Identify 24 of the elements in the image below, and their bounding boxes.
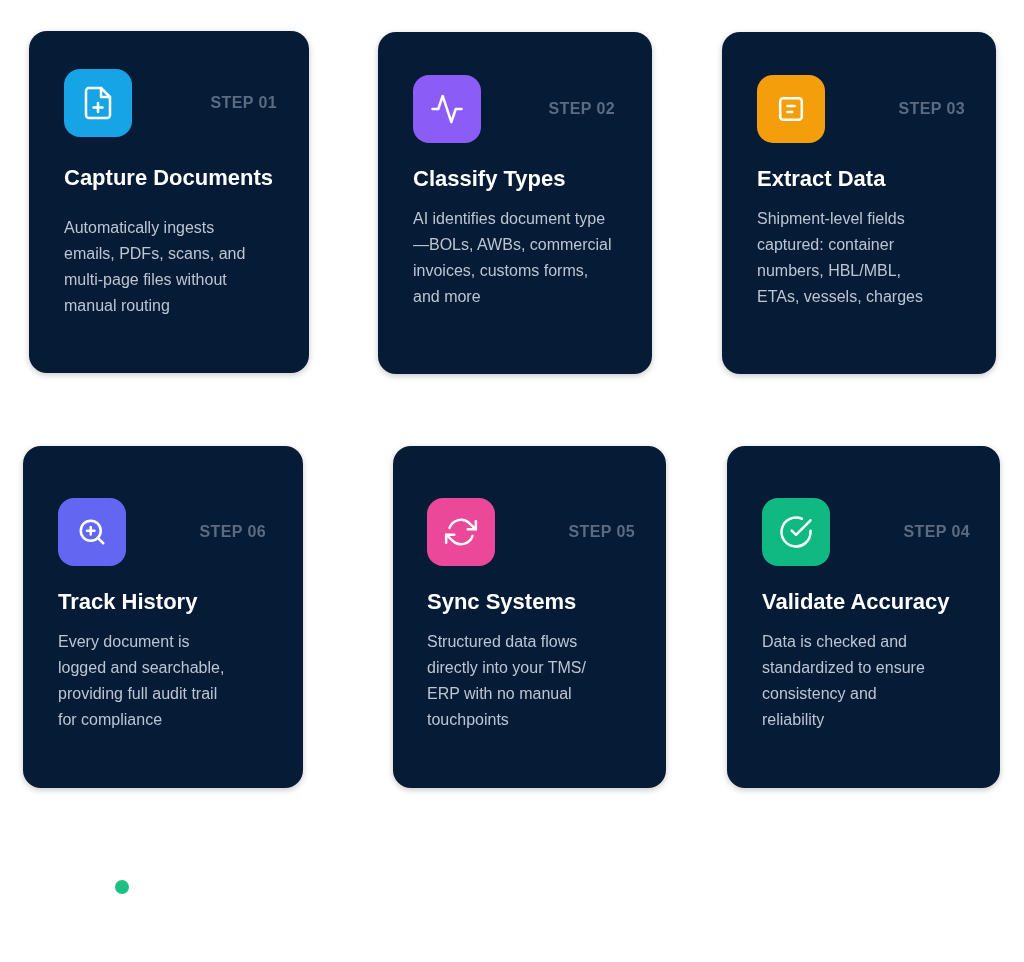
card-title: Extract Data [757,166,886,192]
step-card [722,32,996,374]
card-description: AI identifies document type—BOLs, AWBs, commercial invoices, customs forms, and more [413,209,613,307]
step-label: STEP 01 [210,93,277,113]
card-description: Structured data flows directly into your TMS/ERP with no manual touchpoints [427,632,587,730]
card-title: Classify Types [413,166,566,192]
card-title: Capture Documents [64,165,274,191]
step-label: STEP 04 [903,522,970,542]
step-card [393,446,666,788]
step-card [378,32,652,374]
step-label: STEP 02 [548,99,615,119]
card-description: Automatically ingests emails, PDFs, scans, and multi-page files without manual routing [64,218,247,316]
step-label: STEP 06 [199,522,266,542]
card-description: Shipment-level fields captured: container numbers, HBL/MBL, ETAs, vessels, charges [757,209,924,307]
step-card [727,446,1000,788]
card-title: Sync Systems [427,589,577,615]
step-card [23,446,303,788]
card-description: Data is checked and standardized to ensure consistency and reliability [762,632,926,730]
step-card [29,31,309,373]
card-title: Validate Accuracy [762,589,950,615]
step-label: STEP 03 [898,99,965,119]
card-description: Every document is logged and searchable, providing full audit trail for compliance [58,632,226,730]
step-label: STEP 05 [568,522,635,542]
card-title: Track History [58,589,198,615]
